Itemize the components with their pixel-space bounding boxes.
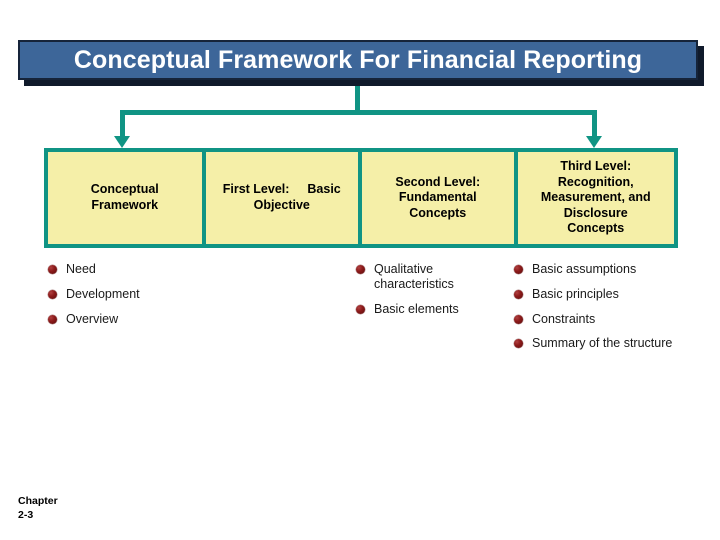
bullet-sphere-icon xyxy=(514,265,523,274)
header-line-1: Third Level: xyxy=(560,158,632,173)
list-item[interactable]: Qualitative characteristics xyxy=(356,262,506,292)
list-item-label: Development xyxy=(66,286,140,301)
header-cell-second-level[interactable]: Second Level: Fundamental Concepts xyxy=(362,152,514,244)
list-item-label: Summary of the structure xyxy=(532,336,673,351)
bullet-sphere-icon xyxy=(514,339,523,349)
footer-chapter-label: Chapter xyxy=(18,495,58,507)
connector-horizontal-bar xyxy=(120,110,597,115)
bullet-sphere-icon xyxy=(48,265,57,274)
list-item-label: Basic principles xyxy=(532,286,619,301)
header-line-1: Second Level: xyxy=(395,174,481,189)
list-item-label: Constraints xyxy=(532,311,596,326)
list-item-label: Basic assumptions xyxy=(532,262,637,276)
slide-footer: Chapter 2-3 xyxy=(18,494,58,522)
content-columns: Need Development Overview Qualitative ch… xyxy=(44,262,684,452)
header-cell-third-level[interactable]: Third Level: Recognition, Measurement, a… xyxy=(517,152,674,244)
connector-drop-right xyxy=(592,110,597,138)
title-banner: Conceptual Framework For Financial Repor… xyxy=(18,40,698,80)
column-conceptual-framework: Need Development Overview xyxy=(48,262,228,336)
header-line-2: Framework xyxy=(91,198,159,212)
arrow-down-icon-left xyxy=(114,136,130,148)
header-line-1b: Basic xyxy=(307,182,341,197)
header-table: Conceptual Framework First Level: Basic O… xyxy=(44,148,678,248)
column-third-level: Basic assumptions Basic principles Const… xyxy=(514,262,684,361)
header-line-2: Recognition, xyxy=(557,174,634,189)
bullet-sphere-icon xyxy=(356,265,365,274)
list-item[interactable]: Constraints xyxy=(514,312,684,327)
column-second-level: Qualitative characteristics Basic elemen… xyxy=(356,262,506,326)
bullet-sphere-icon xyxy=(48,289,57,299)
bullet-sphere-icon xyxy=(514,314,523,324)
list-item[interactable]: Summary of the structure xyxy=(514,336,684,351)
header-line-4: Disclosure xyxy=(563,205,628,220)
list-item-label: Qualitative characteristics xyxy=(374,262,454,291)
arrow-down-icon-right xyxy=(586,136,602,148)
list-item[interactable]: Basic elements xyxy=(356,302,506,317)
list-item-label: Overview xyxy=(66,311,119,326)
connector-drop-left xyxy=(120,110,125,138)
header-line-5: Concepts xyxy=(567,221,625,236)
page-title: Conceptual Framework For Financial Repor… xyxy=(73,45,643,74)
connector-stem xyxy=(355,86,360,113)
list-item[interactable]: Basic principles xyxy=(514,287,684,302)
header-line-1: Conceptual xyxy=(90,182,159,197)
list-item[interactable]: Need xyxy=(48,262,228,277)
header-cell-conceptual-framework[interactable]: Conceptual Framework xyxy=(48,152,202,244)
header-line-3: Measurement, and xyxy=(540,190,651,205)
list-item[interactable]: Development xyxy=(48,287,228,302)
header-line-3: Concepts xyxy=(409,205,467,220)
bullet-sphere-icon xyxy=(514,289,523,299)
footer-chapter-number: 2-3 xyxy=(18,509,34,522)
header-line-1: First Level: xyxy=(222,182,290,197)
list-item-label: Basic elements xyxy=(374,301,459,316)
header-line-2: Objective xyxy=(253,198,310,212)
header-cell-first-level[interactable]: First Level: Basic Objective xyxy=(205,152,358,244)
bullet-sphere-icon xyxy=(48,314,57,324)
bullet-sphere-icon xyxy=(356,304,365,314)
list-item-label: Need xyxy=(66,262,96,276)
list-item[interactable]: Overview xyxy=(48,312,228,327)
header-line-2: Fundamental xyxy=(398,190,477,205)
list-item[interactable]: Basic assumptions xyxy=(514,262,684,277)
